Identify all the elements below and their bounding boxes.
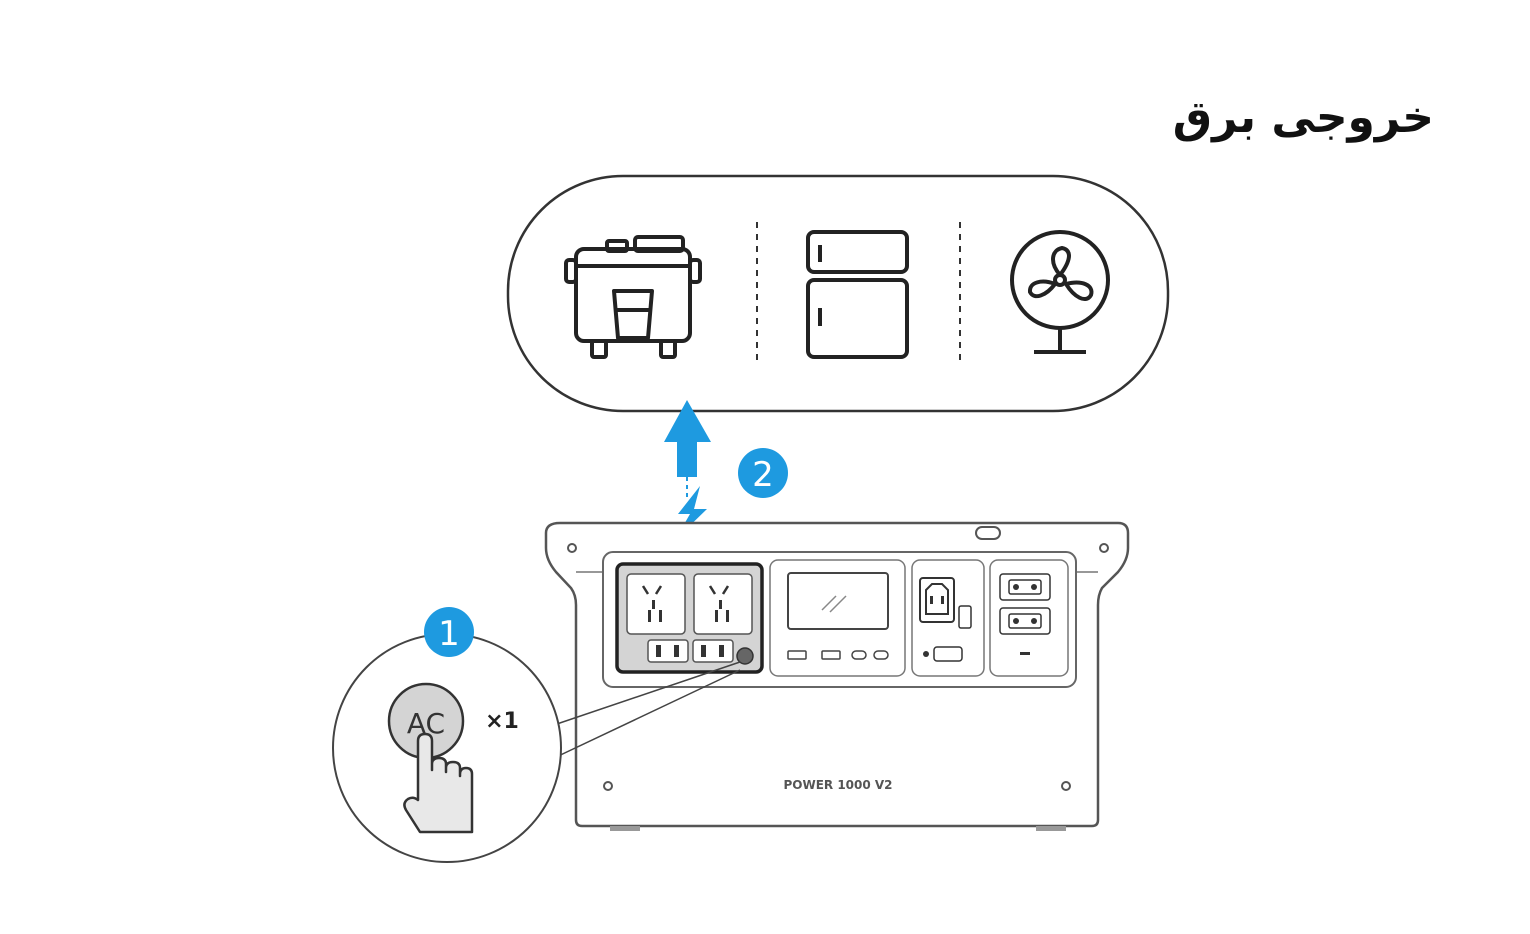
pointing-hand-icon [403, 732, 474, 834]
press-count-label: ×1 [485, 709, 519, 734]
fan-icon [1010, 230, 1110, 354]
rice-cooker-icon [564, 235, 702, 359]
power-station: POWER 1000 V2 [544, 521, 1130, 831]
usb-port-pair-1 [647, 639, 689, 663]
appliance-bubble [506, 174, 1170, 413]
ac-socket-2 [693, 573, 753, 635]
dc-output-panel [989, 559, 1069, 677]
callout-line-bottom [551, 669, 741, 760]
page-title: خروجی برق [1172, 92, 1434, 143]
refrigerator-icon [806, 230, 909, 359]
magnifier-callout: AC ×1 [332, 633, 562, 863]
model-label: POWER 1000 V2 [783, 778, 892, 792]
ac-power-button[interactable] [736, 647, 754, 665]
display-panel [769, 559, 906, 677]
svg-text:2: 2 [752, 455, 774, 495]
lcd-screen [787, 572, 889, 630]
svg-text:1: 1 [438, 614, 460, 654]
callout-line-top [547, 661, 741, 728]
usb-port-pair-2 [692, 639, 734, 663]
step-2-badge: 2 [738, 448, 788, 498]
ac-socket-1 [626, 573, 686, 635]
ac-outlet-panel [615, 562, 764, 674]
ac-input-panel [911, 559, 985, 677]
step-1-badge: 1 [424, 607, 474, 657]
